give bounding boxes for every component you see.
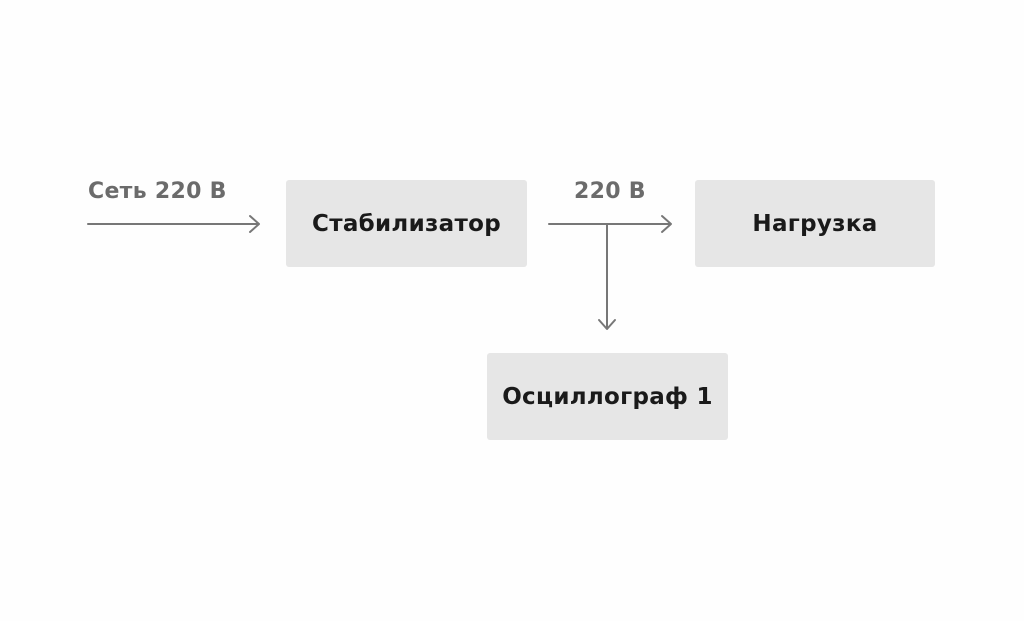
input-voltage-label: Сеть 220 В — [88, 179, 227, 204]
arrow-input-to-stabilizer — [87, 215, 260, 233]
output-voltage-label: 220 В — [574, 179, 646, 204]
arrow-stabilizer-to-load — [548, 215, 672, 233]
load-node: Нагрузка — [695, 180, 935, 267]
stabilizer-label: Стабилизатор — [312, 210, 501, 237]
oscilloscope-label: Осциллограф 1 — [502, 383, 713, 410]
arrow-branch-to-oscilloscope — [598, 223, 616, 330]
stabilizer-node: Стабилизатор — [286, 180, 527, 267]
oscilloscope-node: Осциллограф 1 — [487, 353, 728, 440]
load-label: Нагрузка — [752, 210, 878, 237]
